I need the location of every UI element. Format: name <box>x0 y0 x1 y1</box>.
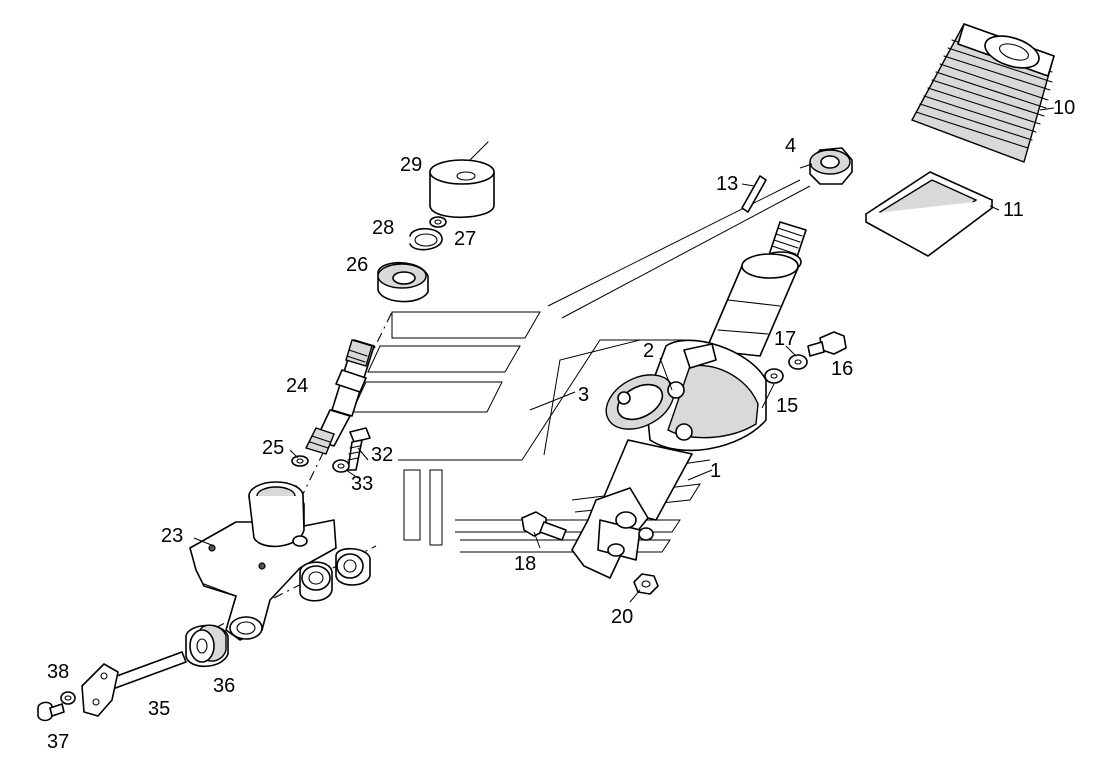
callout-32: 32 <box>371 444 393 466</box>
callout-24: 24 <box>286 375 308 397</box>
callout-18: 18 <box>514 553 536 575</box>
callout-29: 29 <box>400 154 422 176</box>
callout-23: 23 <box>161 525 183 547</box>
callout-38: 38 <box>47 661 69 683</box>
part-25-washer <box>291 455 309 467</box>
part-17-washer <box>788 354 808 370</box>
part-23-housing <box>189 481 337 641</box>
part-29-cap <box>429 141 495 219</box>
callout-labels: 1 2 3 4 10 11 13 15 16 17 18 20 23 24 25… <box>47 97 1075 753</box>
callout-26: 26 <box>346 254 368 276</box>
part-37-screw <box>37 701 65 722</box>
part-20-nut <box>633 573 659 595</box>
callout-16: 16 <box>831 358 853 380</box>
callout-10: 10 <box>1053 97 1075 119</box>
callout-15: 15 <box>776 395 798 417</box>
part-15-nut <box>764 368 784 384</box>
part-33-nut <box>332 459 350 473</box>
part-24-shaft <box>305 339 375 455</box>
part-4-nut <box>809 147 853 185</box>
part-10-gaiter <box>911 23 1055 163</box>
part-27-clip <box>429 216 447 228</box>
part-36-bush <box>185 624 229 667</box>
callout-37: 37 <box>47 731 69 753</box>
callout-17: 17 <box>774 328 796 350</box>
part-1-column <box>571 221 807 579</box>
callout-1: 1 <box>710 460 721 482</box>
callout-2: 2 <box>643 340 654 362</box>
callout-28: 28 <box>372 217 394 239</box>
part-32-screw <box>347 427 371 471</box>
callout-13: 13 <box>716 173 738 195</box>
callout-36: 36 <box>213 675 235 697</box>
callout-27: 27 <box>454 228 476 250</box>
callout-20: 20 <box>611 606 633 628</box>
part-2-ring <box>605 343 717 441</box>
housing-bushings <box>299 547 371 602</box>
leader-lines <box>193 107 1055 603</box>
part-26-bearing <box>377 262 429 303</box>
part-13-pin <box>741 175 767 213</box>
part-16-bolt <box>807 331 847 357</box>
callout-33: 33 <box>351 473 373 495</box>
part-18-bolt <box>521 511 567 541</box>
part-35-pin <box>81 651 187 717</box>
part-28-circlip <box>409 227 443 251</box>
callout-11: 11 <box>1003 199 1024 221</box>
callout-25: 25 <box>262 437 284 459</box>
callout-35: 35 <box>148 698 170 720</box>
part-11-plate <box>865 171 993 257</box>
part-38-washer <box>60 691 76 705</box>
callout-4: 4 <box>785 135 796 157</box>
callout-3: 3 <box>578 384 589 406</box>
